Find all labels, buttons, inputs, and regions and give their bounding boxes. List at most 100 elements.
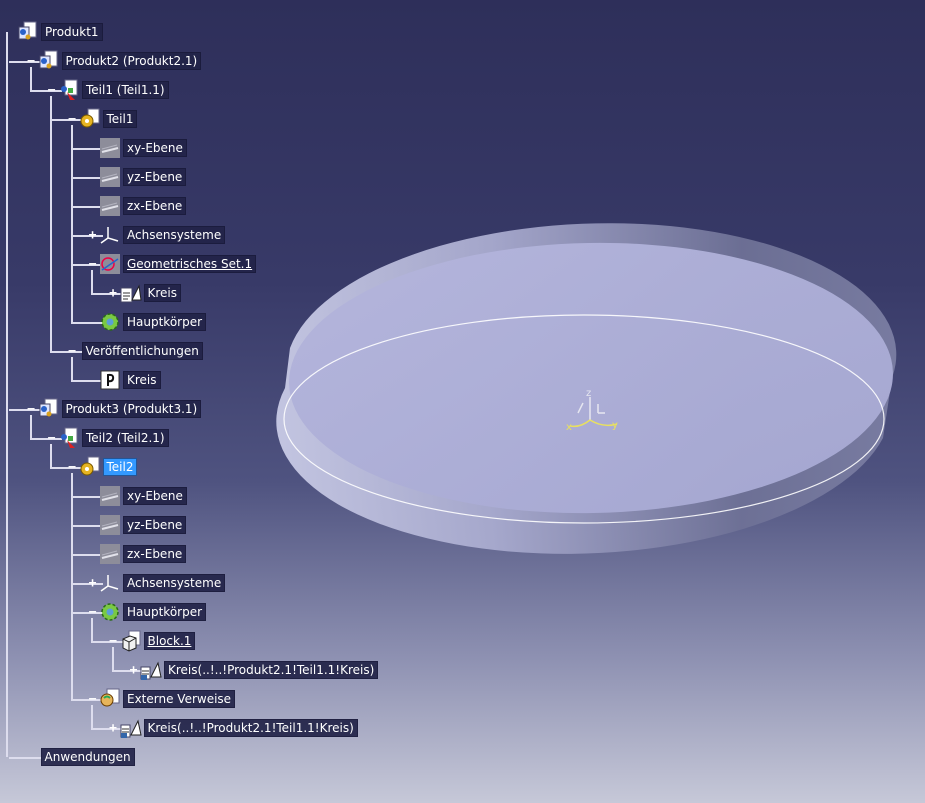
tree-branch-line [70,380,103,382]
expand-icon[interactable]: + [109,286,117,301]
compass-z-label: z [586,388,591,399]
collapse-icon[interactable]: − [68,112,76,127]
tree-node-achsensysteme[interactable]: Achsensysteme [99,571,226,595]
tree-node-yz-ebene[interactable]: yz-Ebene [99,165,187,189]
tree-connector-line [91,270,93,293]
tree-connector-line [70,125,73,322]
axis-compass [569,397,618,428]
tree-node-yz-ebene[interactable]: yz-Ebene [99,513,187,537]
tree-node-produkt2-produkt2-1[interactable]: Produkt2 (Produkt2.1) [38,49,202,73]
tree-node-teil2-teil2-1[interactable]: Teil2 (Teil2.1) [58,426,169,450]
collapse-icon[interactable]: − [27,402,35,417]
tree-node-produkt1[interactable]: Produkt1 [17,20,103,44]
geometric-set-icon [99,253,121,275]
tree-branch-line [9,409,42,411]
tree-node-label: yz-Ebene [123,516,187,534]
external-sketch-icon [120,717,142,739]
tree-branch-line [91,293,124,295]
tree-node-label: Kreis [143,284,182,302]
tree-branch-line [50,119,83,121]
pad-icon [120,630,142,652]
tree-connector-line [50,96,52,351]
external-sketch-icon [140,659,162,681]
tree-connector-line [70,473,73,699]
tree-node-zx-ebene[interactable]: zx-Ebene [99,542,187,566]
collapse-icon[interactable]: − [68,344,76,359]
plane-icon [99,514,121,536]
part-instance-icon [58,79,80,101]
tree-node-teil2[interactable]: Teil2 [79,455,138,479]
collapse-icon[interactable]: − [47,431,56,446]
axis-system-icon [99,572,121,594]
plane-icon [99,485,121,507]
cylinder-solid[interactable] [276,223,897,554]
tree-node-veröffentlichungen[interactable]: Veröffentlichungen [81,339,203,363]
tree-node-produkt3-produkt3-1[interactable]: Produkt3 (Produkt3.1) [38,397,202,421]
tree-branch-line [70,206,103,208]
tree-node-kreis-produkt2-1-teil1-1-kreis[interactable]: Kreis(..!..!Produkt2.1!Teil1.1!Kreis) [140,658,379,682]
collapse-icon[interactable]: − [88,257,97,272]
tree-branch-line [29,438,62,440]
tree-node-achsensysteme[interactable]: Achsensysteme [99,223,226,247]
expand-icon[interactable]: + [129,663,138,678]
axis-system-icon [99,224,121,246]
tree-node-kreis[interactable]: Kreis [99,368,161,392]
tree-node-zx-ebene[interactable]: zx-Ebene [99,194,187,218]
product-icon [38,398,60,420]
part-gear-icon [79,456,101,478]
plane-icon [99,166,121,188]
tree-node-label: xy-Ebene [123,487,187,505]
tree-node-block-1[interactable]: Block.1 [120,629,196,653]
tree-branch-line [70,496,103,498]
tree-node-label: Veröffentlichungen [81,342,203,360]
tree-node-label: Block.1 [143,632,196,650]
tree-node-geometrisches-set-1[interactable]: Geometrisches Set.1 [99,252,257,276]
body-gear-icon [99,601,121,623]
collapse-icon[interactable]: − [109,634,117,649]
compass-y-label: y [612,420,618,431]
part-instance-icon [58,427,80,449]
tree-node-label: Hauptkörper [123,603,207,621]
tree-branch-line [91,641,124,643]
tree-node-label: Produkt2 (Produkt2.1) [61,52,202,70]
sketch-icon [120,282,142,304]
publication-icon [99,369,121,391]
tree-branch-line [70,554,103,556]
tree-branch-line [70,235,103,237]
collapse-icon[interactable]: − [88,605,97,620]
tree-node-xy-ebene[interactable]: xy-Ebene [99,136,187,160]
tree-node-teil1-teil1-1[interactable]: Teil1 (Teil1.1) [58,78,169,102]
tree-node-xy-ebene[interactable]: xy-Ebene [99,484,187,508]
tree-branch-line [70,322,103,324]
collapse-icon[interactable]: − [27,54,35,69]
collapse-icon[interactable]: − [47,83,56,98]
tree-node-hauptkörper[interactable]: Hauptkörper [99,310,207,334]
collapse-icon[interactable]: − [68,460,76,475]
tree-connector-line [91,618,93,641]
tree-node-anwendungen[interactable]: Anwendungen [40,745,135,769]
tree-node-label: Teil1 [102,110,138,128]
expand-icon[interactable]: + [88,228,97,243]
expand-icon[interactable]: + [88,576,97,591]
tree-node-label: zx-Ebene [123,197,187,215]
expand-icon[interactable]: + [109,721,117,736]
tree-node-hauptkörper[interactable]: Hauptkörper [99,600,207,624]
tree-node-label: Externe Verweise [123,690,236,708]
body-gear-icon [99,311,121,333]
tree-branch-line [70,583,103,585]
collapse-icon[interactable]: − [88,692,97,707]
tree-connector-line [50,444,52,467]
tree-branch-line [9,757,42,759]
tree-node-label: Hauptkörper [123,313,207,331]
tree-node-kreis[interactable]: Kreis [120,281,182,305]
tree-node-teil1[interactable]: Teil1 [79,107,138,131]
tree-branch-line [50,467,83,469]
tree-node-label: Achsensysteme [123,226,226,244]
tree-node-kreis-produkt2-1-teil1-1-kreis[interactable]: Kreis(..!..!Produkt2.1!Teil1.1!Kreis) [120,716,358,740]
tree-connector-line [29,415,32,438]
plane-icon [99,543,121,565]
tree-node-label: Kreis(..!..!Produkt2.1!Teil1.1!Kreis) [143,719,358,737]
tree-node-externe-verweise[interactable]: Externe Verweise [99,687,236,711]
